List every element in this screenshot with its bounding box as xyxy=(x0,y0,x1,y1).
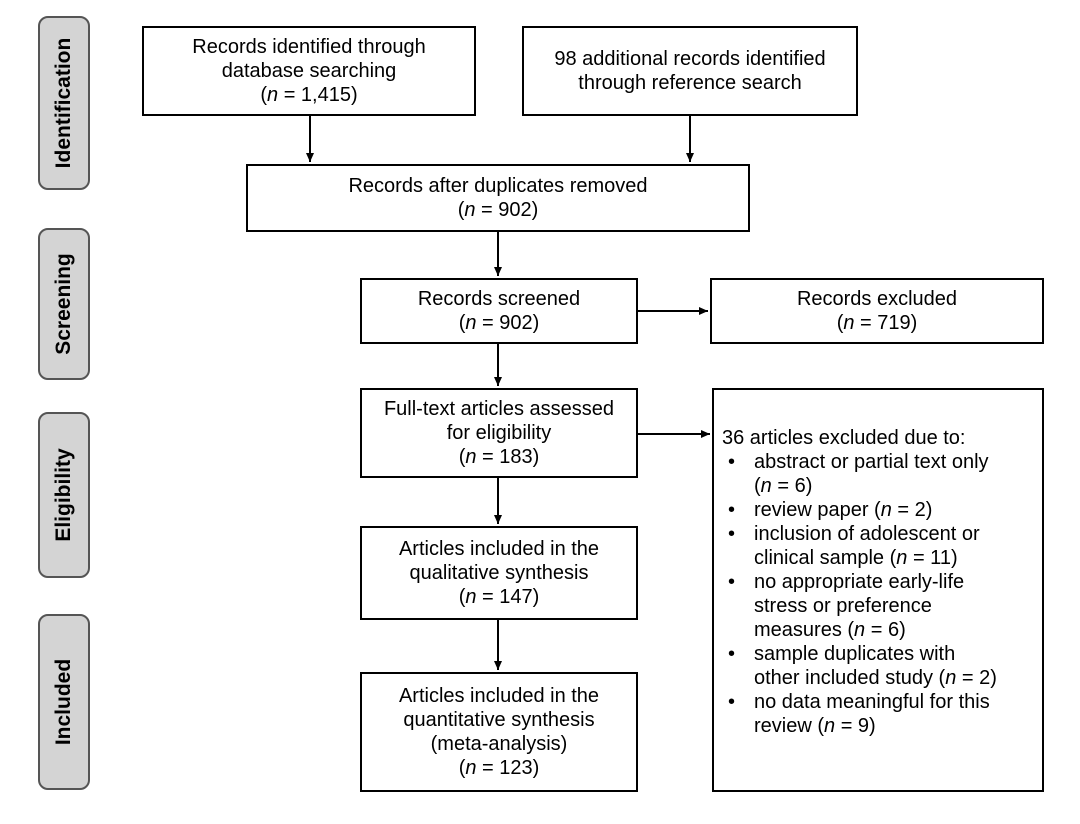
n-symbol: n xyxy=(945,667,957,689)
item-line: inclusion of adolescent or xyxy=(754,523,980,545)
item-text: other included study ( xyxy=(754,667,946,689)
item-text: clinical sample ( xyxy=(754,547,897,569)
box-line: Articles included in the xyxy=(398,685,600,707)
count-value: = 123) xyxy=(476,757,540,779)
n-symbol: n xyxy=(854,619,866,641)
box-line: 98 additional records identified xyxy=(554,48,826,70)
n-symbol: n xyxy=(267,84,279,106)
exclusion-item: no data meaningful for this review (n = … xyxy=(722,690,1034,738)
item-text: review paper ( xyxy=(754,499,881,521)
box-count: (n = 183) xyxy=(458,446,540,468)
box-count: (n = 123) xyxy=(458,757,540,779)
phase-included: Included xyxy=(38,614,90,790)
count-value: = 2) xyxy=(956,667,997,689)
box-database-records: Records identified through database sear… xyxy=(142,26,476,116)
box-line: (meta-analysis) xyxy=(430,733,568,755)
box-quantitative-synthesis: Articles included in the quantitative sy… xyxy=(360,672,638,792)
box-exclusion-reasons: 36 articles excluded due to: abstract or… xyxy=(712,388,1044,792)
n-symbol: n xyxy=(760,475,772,497)
box-records-excluded: Records excluded (n = 719) xyxy=(710,278,1044,344)
exclusion-item: abstract or partial text only (n = 6) xyxy=(722,450,1034,498)
item-line: no data meaningful for this xyxy=(754,691,990,713)
phase-eligibility: Eligibility xyxy=(38,412,90,578)
box-count: (n = 719) xyxy=(836,312,918,334)
box-line: database searching xyxy=(221,60,397,82)
box-line: through reference search xyxy=(578,72,802,94)
item-line: abstract or partial text only xyxy=(754,451,989,473)
count-value: = 2) xyxy=(891,499,933,521)
count-value: = 902) xyxy=(476,312,540,334)
phase-screening: Screening xyxy=(38,228,90,380)
count-value: = 1,415) xyxy=(278,84,358,106)
item-line: measures (n = 6) xyxy=(754,618,1034,642)
item-text: measures ( xyxy=(754,619,855,641)
exclusion-item: review paper (n = 2) xyxy=(722,498,1034,522)
exclusion-item: no appropriate early-life stress or pref… xyxy=(722,570,1034,642)
box-line: Records excluded xyxy=(796,288,958,310)
box-duplicates-removed: Records after duplicates removed (n = 90… xyxy=(246,164,750,232)
box-records-screened: Records screened (n = 902) xyxy=(360,278,638,344)
n-symbol: n xyxy=(843,312,855,334)
item-line: (n = 6) xyxy=(754,474,1034,498)
box-count: (n = 902) xyxy=(458,312,540,334)
phase-identification: Identification xyxy=(38,16,90,190)
n-symbol: n xyxy=(880,499,892,521)
exclusion-heading: 36 articles excluded due to: xyxy=(722,427,966,449)
item-text: ( xyxy=(754,475,761,497)
n-symbol: n xyxy=(464,199,476,221)
box-line: quantitative synthesis xyxy=(403,709,595,731)
exclusion-list: abstract or partial text only (n = 6) re… xyxy=(722,450,1034,738)
item-line: stress or preference xyxy=(754,595,932,617)
item-line: review paper (n = 2) xyxy=(754,498,1034,522)
item-line: clinical sample (n = 11) xyxy=(754,546,1034,570)
count-value: = 183) xyxy=(476,446,540,468)
n-symbol: n xyxy=(896,547,908,569)
item-text: review ( xyxy=(754,715,825,737)
exclusion-item: sample duplicates with other included st… xyxy=(722,642,1034,690)
item-line: review (n = 9) xyxy=(754,714,1034,738)
n-symbol: n xyxy=(465,757,477,779)
box-line: Full-text articles assessed xyxy=(383,398,615,420)
exclusion-item: inclusion of adolescent or clinical samp… xyxy=(722,522,1034,570)
box-line: Records screened xyxy=(417,288,581,310)
n-symbol: n xyxy=(824,715,836,737)
box-line: Records after duplicates removed xyxy=(348,175,648,197)
item-line: other included study (n = 2) xyxy=(754,666,1034,690)
n-symbol: n xyxy=(465,312,477,334)
n-symbol: n xyxy=(465,586,477,608)
count-value: = 719) xyxy=(854,312,918,334)
box-line: for eligibility xyxy=(446,422,552,444)
box-qualitative-synthesis: Articles included in the qualitative syn… xyxy=(360,526,638,620)
box-count: (n = 1,415) xyxy=(260,84,358,106)
count-value: = 6) xyxy=(865,619,906,641)
item-line: sample duplicates with xyxy=(754,643,956,665)
count-value: = 9) xyxy=(835,715,876,737)
box-line: Articles included in the xyxy=(398,538,600,560)
box-line: qualitative synthesis xyxy=(409,562,589,584)
count-value: = 902) xyxy=(475,199,539,221)
item-line: no appropriate early-life xyxy=(754,571,965,593)
count-value: = 147) xyxy=(476,586,540,608)
count-value: = 11) xyxy=(907,547,958,569)
box-count: (n = 902) xyxy=(457,199,539,221)
count-value: = 6) xyxy=(771,475,813,497)
box-additional-records: 98 additional records identified through… xyxy=(522,26,858,116)
box-line: Records identified through xyxy=(192,36,426,58)
box-fulltext-assessed: Full-text articles assessed for eligibil… xyxy=(360,388,638,478)
n-symbol: n xyxy=(465,446,477,468)
box-count: (n = 147) xyxy=(458,586,540,608)
